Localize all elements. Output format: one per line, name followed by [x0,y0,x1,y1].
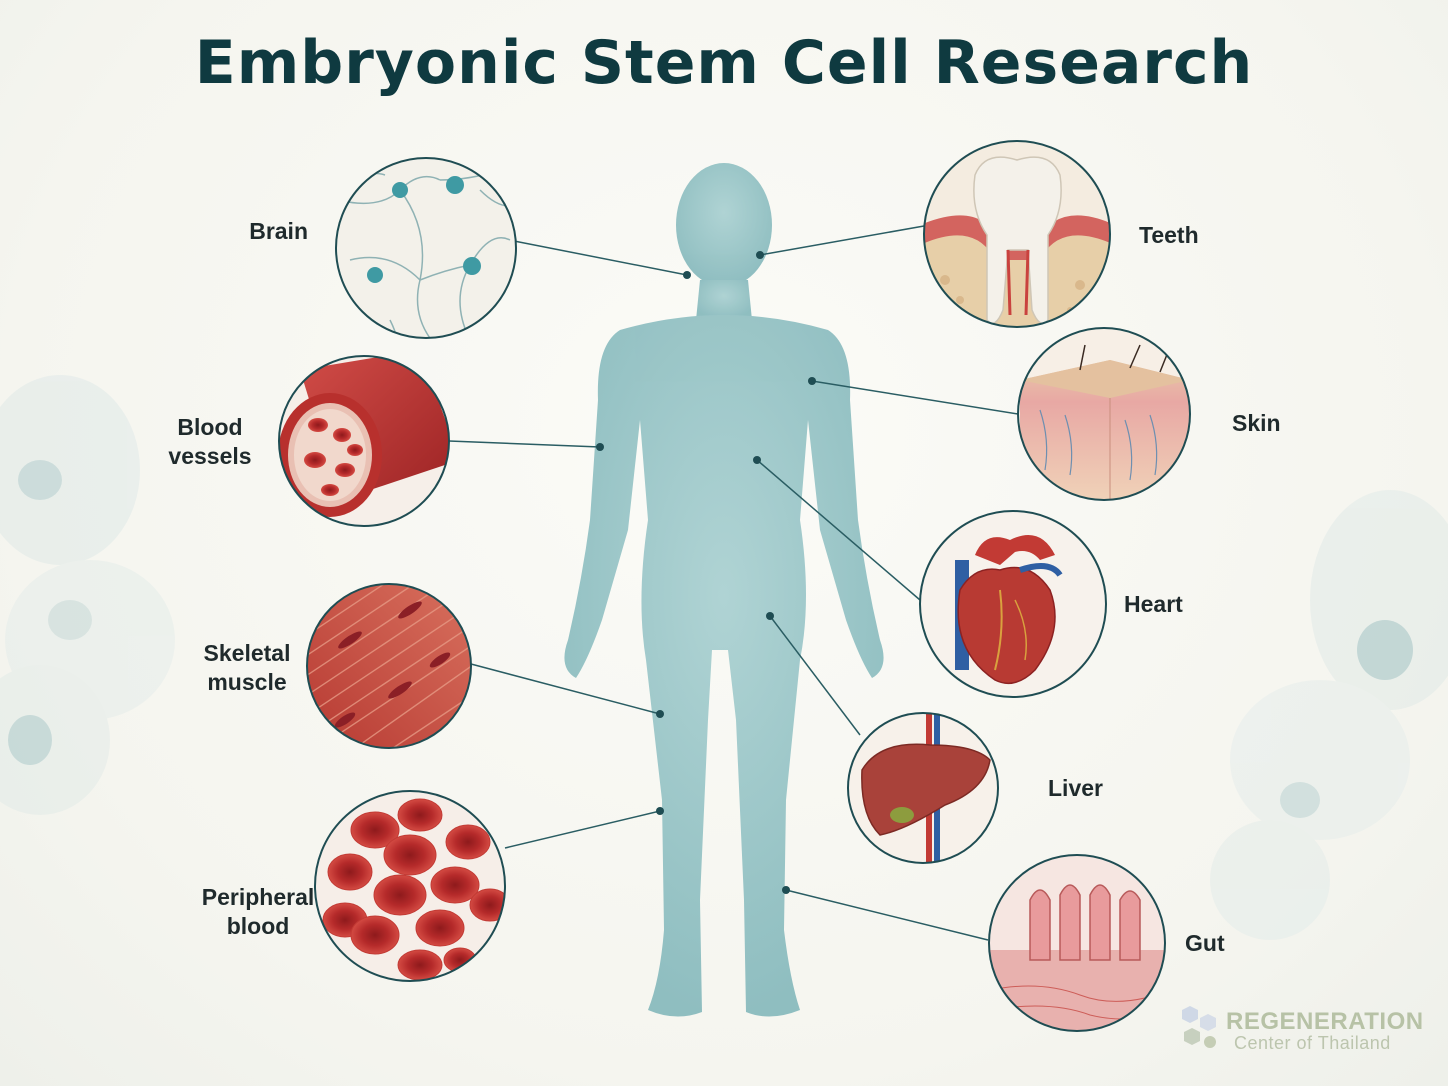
label-heart: Heart [1124,591,1183,617]
label-brain: Brain [249,218,308,244]
brain-tissue-circle [335,157,517,339]
label-peripheral-blood: Peripheral blood [201,884,315,939]
logo-subtitle: Center of Thailand [1234,1033,1391,1053]
regeneration-logo-icon [1182,1006,1216,1048]
background-cells-right [1210,490,1448,940]
liver-tissue-circle [847,712,999,864]
peripheral-blood-tissue-circle [314,790,506,982]
blood-vessel-tissue-circle [278,355,450,527]
label-liver: Liver [1048,775,1103,801]
leader-dots [596,251,816,894]
page-title: Embryonic Stem Cell Research [194,28,1254,98]
label-skeletal-muscle: Skeletal muscle [203,640,291,695]
label-teeth: Teeth [1139,222,1199,248]
label-blood-vessels: Blood vessels [168,414,252,469]
skin-tissue-circle [1017,327,1191,501]
label-gut: Gut [1185,930,1225,956]
skeletal-muscle-tissue-circle [306,583,472,749]
label-skin: Skin [1232,410,1281,436]
teeth-tissue-circle [923,140,1111,328]
logo-name: REGENERATION [1226,1008,1424,1035]
leader-lines [448,225,1019,941]
human-body-silhouette [564,163,884,1017]
heart-tissue-circle [919,510,1107,698]
background-cells-left [0,375,175,815]
gut-tissue-circle [988,854,1166,1032]
